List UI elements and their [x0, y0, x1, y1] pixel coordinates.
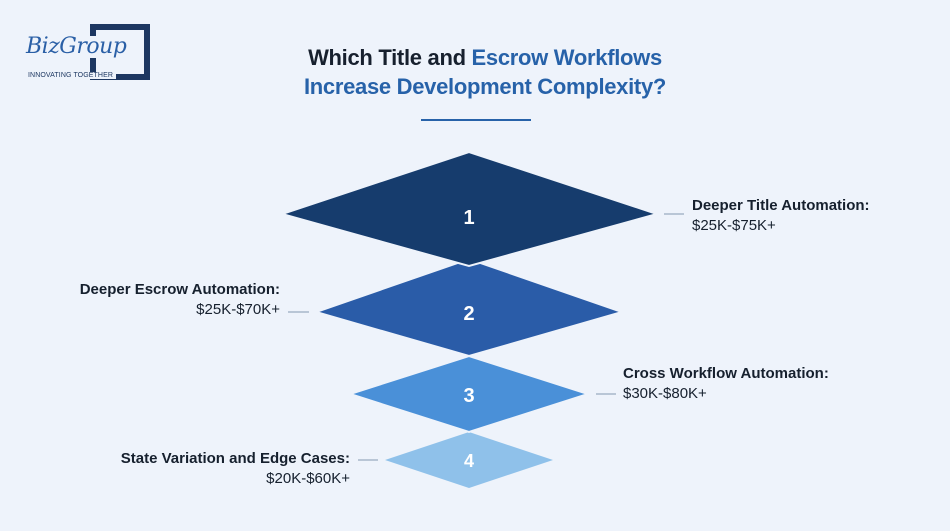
tier-3-number: 3: [463, 385, 474, 407]
tier-3-label: Cross Workflow Automation: $30K-$80K+: [623, 364, 829, 404]
tier-3-diamond: [346, 354, 592, 434]
tier-4-diamond: [385, 432, 553, 488]
tier-4-label: State Variation and Edge Cases: $20K-$60…: [121, 449, 350, 489]
tier-1-number: 1: [463, 207, 474, 229]
title-highlight: Escrow Workflows: [471, 45, 663, 70]
logo-tagline: INNOVATING TOGETHER: [28, 72, 117, 79]
title-underline: [421, 119, 531, 121]
tier-2-cost: $25K-$70K+: [196, 301, 280, 318]
tier-1-cost: $25K-$75K+: [692, 217, 776, 234]
tier-1-name: Deeper Title Automation:: [692, 197, 870, 214]
tier-3-name: Cross Workflow Automation:: [623, 365, 829, 382]
tier-4-cost: $20K-$60K+: [266, 470, 350, 487]
page-title-line-1: Which Title and Escrow Workflows: [200, 44, 770, 72]
tier-2-diamond: [312, 257, 626, 358]
tier-2-number: 2: [463, 303, 474, 325]
logo-wordmark: BizGroup: [26, 34, 129, 59]
page-title-line-2: Increase Development Complexity?: [303, 74, 667, 99]
title-prefix: Which Title and: [308, 45, 472, 70]
tier-4-number: 4: [464, 451, 474, 471]
tier-4-name: State Variation and Edge Cases:: [120, 450, 350, 467]
tier-1-label: Deeper Title Automation: $25K-$75K+: [692, 196, 870, 236]
tier-3-cost: $30K-$80K+: [623, 385, 707, 402]
tier-2-label: Deeper Escrow Automation: $25K-$70K+: [80, 280, 280, 320]
tier-2-name: Deeper Escrow Automation:: [79, 281, 280, 298]
tier-1-diamond: [278, 150, 661, 268]
bizgroup-logo: BizGroup INNOVATING TOGETHER: [22, 24, 156, 84]
